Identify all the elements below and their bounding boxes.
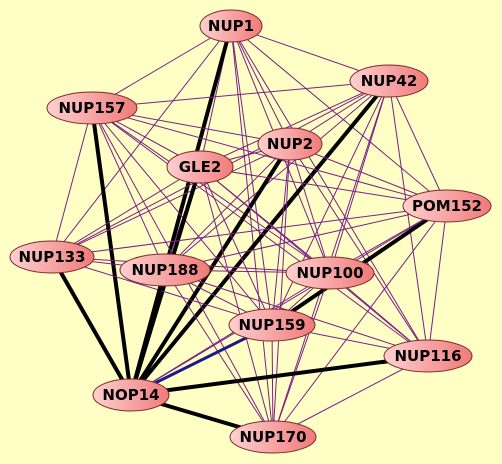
edge-gle2-nup159	[199, 166, 273, 326]
node-ellipse	[257, 127, 323, 161]
edge-nup157-nup188	[91, 107, 166, 271]
edge-nup1-nup2	[230, 25, 291, 145]
edge-nup42-pom152	[388, 80, 448, 207]
edge-nup157-nop14	[90, 106, 133, 397]
edge-pom152-nop14	[130, 205, 448, 396]
node-ellipse	[228, 308, 316, 342]
edge-nup188-nop14	[129, 268, 167, 397]
node-label: NUP100	[296, 264, 363, 282]
edge-nup2-nup188	[164, 143, 291, 271]
node-label: NUP133	[18, 248, 85, 266]
node-nup170[interactable]: NUP170	[229, 420, 317, 454]
edge-nup157-nup159	[91, 107, 273, 326]
node-nup42[interactable]: NUP42	[349, 64, 429, 98]
node-ellipse	[9, 240, 95, 274]
node-label: POM152	[412, 197, 482, 215]
edge-nup2-nup170	[272, 143, 291, 438]
edge-nup133-nup159	[51, 256, 273, 326]
edge-nup157-nup133	[51, 107, 93, 258]
node-nup2[interactable]: NUP2	[257, 127, 323, 161]
edge-nup100-nup170	[272, 272, 331, 438]
node-layer: NUP1NUP42NUP157NUP2GLE2POM152NUP133NUP18…	[9, 9, 492, 454]
edge-nup1-pom152	[230, 25, 448, 207]
edge-nup42-nup157	[91, 80, 390, 109]
node-ellipse	[92, 378, 170, 412]
edge-nup1-nup116	[230, 25, 429, 357]
node-label: NUP188	[131, 261, 198, 279]
edge-nup1-nup133	[51, 25, 232, 258]
edge-gle2-pom152	[199, 166, 448, 207]
node-nop14[interactable]: NOP14	[92, 378, 170, 412]
node-label: NUP42	[361, 72, 418, 90]
edge-pom152-nup116	[427, 205, 448, 357]
node-nup1[interactable]: NUP1	[199, 9, 263, 43]
node-ellipse	[199, 9, 263, 43]
node-nup188[interactable]: NUP188	[119, 253, 211, 287]
edge-gle2-nup170	[199, 166, 274, 438]
node-nup159[interactable]: NUP159	[228, 308, 316, 342]
edge-pom152-nup133	[51, 205, 448, 258]
edge-layer	[50, 24, 449, 439]
node-ellipse	[119, 253, 211, 287]
node-nup100[interactable]: NUP100	[285, 256, 375, 290]
node-label: NUP157	[58, 99, 125, 117]
node-ellipse	[46, 91, 138, 125]
node-label: NOP14	[102, 386, 159, 404]
edge-nup42-nup188	[164, 80, 390, 271]
node-ellipse	[229, 420, 317, 454]
edge-nup42-gle2	[199, 80, 390, 168]
edge-nup133-nop14	[50, 255, 133, 397]
edge-nup42-nop14	[129, 79, 391, 397]
node-gle2[interactable]: GLE2	[166, 150, 234, 184]
node-pom152[interactable]: POM152	[402, 189, 492, 223]
node-label: NUP116	[394, 347, 461, 365]
edge-nup42-nup116	[388, 80, 429, 357]
node-nup116[interactable]: NUP116	[383, 339, 473, 373]
edge-nup2-nup100	[289, 143, 331, 274]
edge-pom152-nup170	[272, 205, 448, 438]
node-ellipse	[383, 339, 473, 373]
node-ellipse	[402, 189, 492, 223]
node-label: NUP2	[267, 135, 313, 153]
edge-nup116-nop14	[129, 354, 430, 397]
node-label: NUP170	[239, 428, 306, 446]
edge-nup42-nup159	[271, 80, 390, 326]
node-nup133[interactable]: NUP133	[9, 240, 95, 274]
node-nup157[interactable]: NUP157	[46, 91, 138, 125]
edge-nup2-nup133	[51, 143, 291, 258]
edge-nup157-nup116	[91, 107, 429, 357]
edge-nup116-nup170	[272, 355, 429, 438]
edge-nup188-nup170	[164, 269, 274, 438]
edge-nup159-nup170	[271, 324, 274, 438]
node-ellipse	[166, 150, 234, 184]
edge-nup42-nup100	[329, 80, 390, 274]
node-ellipse	[285, 256, 375, 290]
edge-nup157-pom152	[91, 107, 448, 207]
edge-nup2-nup116	[289, 143, 429, 357]
node-label: NUP159	[238, 316, 305, 334]
node-label: NUP1	[208, 17, 254, 35]
edge-nup2-nop14	[129, 142, 292, 397]
edge-pom152-nup188	[164, 205, 448, 271]
edge-nup100-nop14	[130, 272, 331, 396]
node-ellipse	[349, 64, 429, 98]
edge-gle2-nup133	[51, 166, 201, 258]
node-label: GLE2	[179, 158, 222, 176]
